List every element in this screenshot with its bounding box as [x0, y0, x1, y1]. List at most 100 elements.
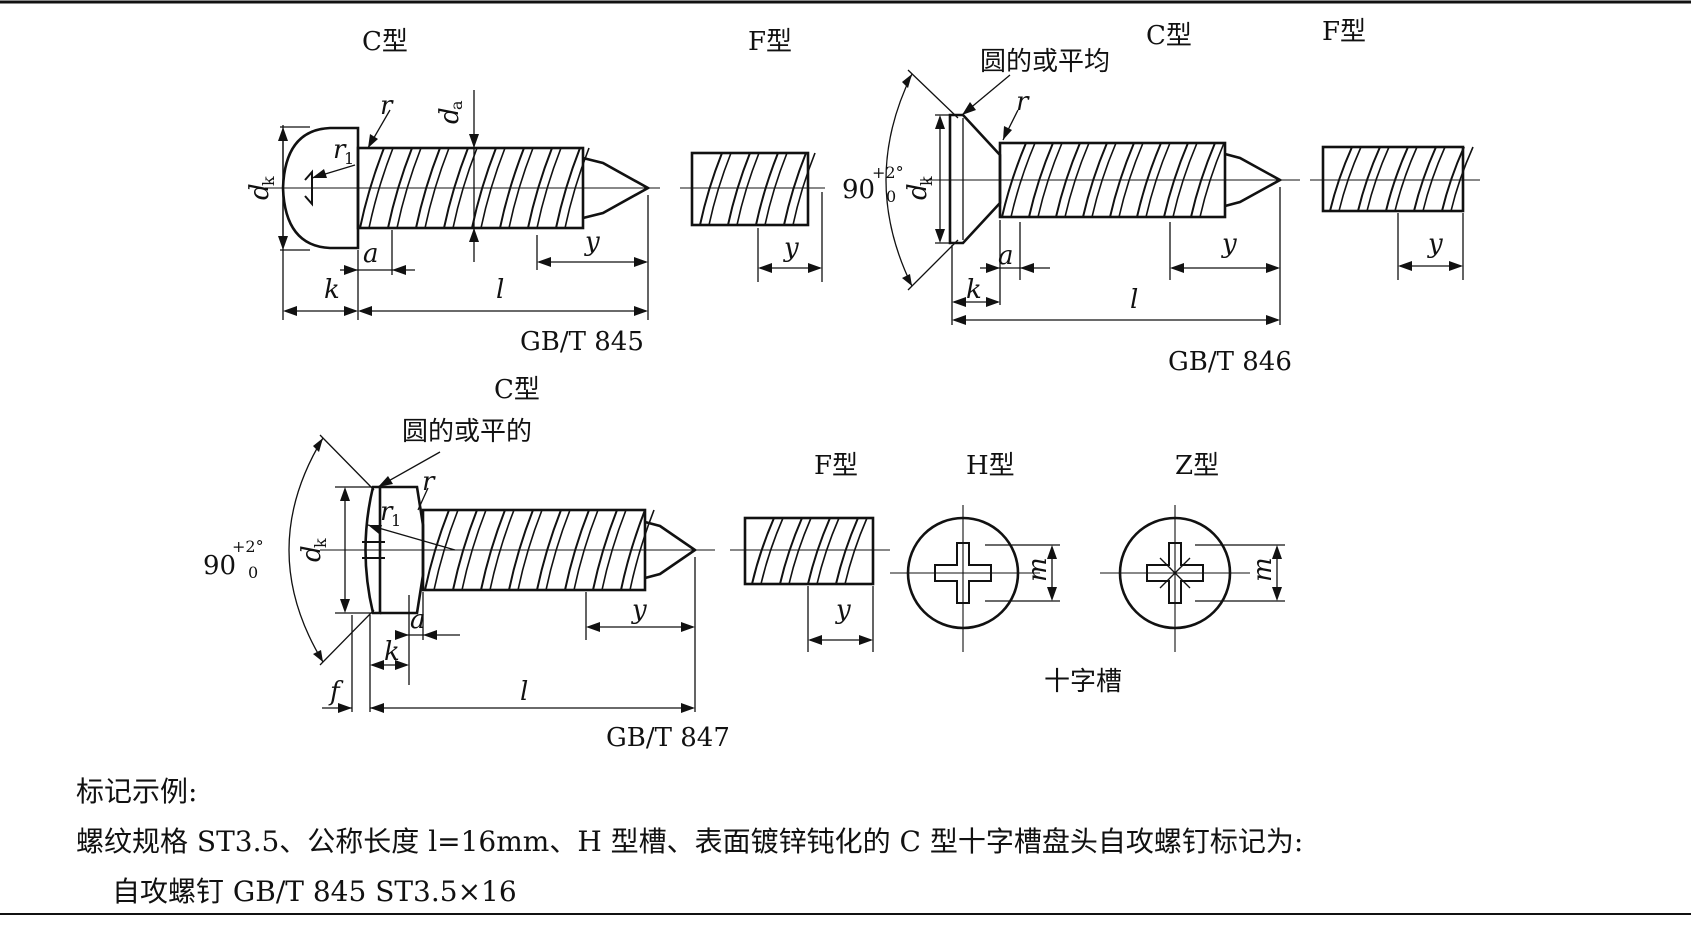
gb845-standard-label: GB/T 845	[520, 327, 644, 357]
thread-line	[807, 517, 831, 585]
thread-line	[527, 147, 553, 229]
dim-da-845: d	[435, 107, 465, 124]
thread-line	[1385, 146, 1409, 212]
gb846-thread	[1001, 142, 1225, 218]
thread-line	[788, 517, 812, 585]
thread-line	[1450, 146, 1474, 212]
gb847-angle-tol-plus: +2°	[232, 537, 264, 556]
dim-dk-845: d	[245, 183, 275, 200]
thread-line	[708, 152, 732, 226]
thread-line	[368, 147, 394, 229]
dim-r-846: r	[1016, 87, 1030, 117]
thread-line	[536, 147, 562, 229]
thread-line	[1037, 142, 1063, 218]
gb847-f-thread	[751, 517, 868, 585]
thread-line	[480, 509, 506, 591]
dim-r-847: r	[422, 467, 436, 497]
thread-line	[792, 152, 816, 226]
marking-designation: 自攻螺钉 GB/T 845 ST3.5×16	[112, 875, 517, 908]
gb846-f-view	[1310, 145, 1480, 280]
thread-line	[396, 147, 422, 229]
thread-line	[1145, 142, 1171, 218]
thread-line	[1055, 142, 1081, 218]
dim-dk-846: d	[903, 183, 933, 200]
gb846-standard-label: GB/T 846	[1168, 347, 1292, 377]
gb847-thread	[424, 509, 655, 591]
dim-k-847: k	[384, 637, 400, 667]
thread-line	[508, 509, 534, 591]
thread-line	[1190, 142, 1216, 218]
dim-y-847: y	[631, 595, 647, 625]
gb847-angle-tol-zero: 0	[248, 563, 258, 582]
gb845-view	[265, 90, 660, 320]
thread-line	[1001, 142, 1027, 218]
thread-line	[433, 509, 459, 591]
gb847-c-type-label: C型	[494, 375, 540, 405]
thread-line	[1338, 146, 1362, 212]
thread-line	[601, 509, 627, 591]
thread-line	[1064, 142, 1090, 218]
thread-line	[555, 147, 581, 229]
thread-line	[489, 509, 515, 591]
gb845-f-thread	[699, 152, 816, 226]
thread-line	[755, 152, 779, 226]
marking-example-text: 螺纹规格 ST3.5、公称长度 l=16mm、H 型槽、表面镀锌钝化的 C 型十…	[76, 825, 1304, 858]
thread-line	[517, 509, 543, 591]
thread-line	[760, 517, 784, 585]
gb846-f-type-label: F型	[1322, 17, 1366, 47]
dim-r1-845-sub: 1	[344, 149, 354, 168]
gb846-c-type-label: C型	[1146, 21, 1192, 51]
dim-r1-847: r	[380, 497, 394, 527]
thread-line	[751, 517, 775, 585]
thread-line	[835, 517, 859, 585]
dim-dk-847: d	[297, 545, 327, 562]
gb847-f-type-label: F型	[814, 451, 858, 481]
gb845-f-view	[680, 151, 825, 282]
thread-line	[1028, 142, 1054, 218]
gb846-view	[885, 69, 1300, 325]
thread-line	[727, 152, 751, 226]
dim-y-846: y	[1221, 229, 1237, 259]
thread-line	[461, 509, 487, 591]
dim-k-845: k	[324, 275, 340, 305]
thread-line	[545, 509, 571, 591]
dim-dk-846-sub: k	[917, 176, 936, 186]
thread-line	[1091, 142, 1117, 218]
thread-line	[620, 509, 646, 591]
thread-line	[1109, 142, 1135, 218]
thread-line	[536, 509, 562, 591]
dim-l-847: l	[520, 677, 528, 707]
dim-r1-847-sub: 1	[391, 511, 401, 530]
dim-a-847: a	[410, 605, 426, 635]
thread-line	[844, 517, 868, 585]
gb845-f-type-label: F型	[748, 27, 792, 57]
h-recess-type-label: H型	[966, 451, 1015, 481]
thread-line	[1394, 146, 1418, 212]
thread-line	[592, 509, 618, 591]
gb847-standard-label: GB/T 847	[606, 723, 730, 753]
thread-line	[1172, 142, 1198, 218]
dim-k-846: k	[966, 275, 982, 305]
dim-dk-847-sub: k	[311, 538, 330, 548]
thread-line	[480, 147, 506, 229]
thread-line	[1082, 142, 1108, 218]
thread-line	[1441, 146, 1465, 212]
dim-a-846: a	[998, 241, 1014, 271]
thread-line	[387, 147, 413, 229]
thread-line	[452, 509, 478, 591]
thread-line	[1118, 142, 1144, 218]
gb847-view	[288, 434, 715, 713]
dim-r1-845: r	[333, 135, 347, 165]
gb846-angle-tol-plus: +2°	[872, 163, 904, 182]
thread-line	[629, 509, 655, 591]
thread-line	[564, 509, 590, 591]
thread-line	[508, 147, 534, 229]
dim-y-845: y	[584, 227, 600, 257]
thread-line	[1136, 142, 1162, 218]
dim-y-845f: y	[783, 233, 799, 263]
dim-y-847f: y	[835, 595, 851, 625]
thread-line	[1357, 146, 1381, 212]
dim-da-845-sub: a	[447, 100, 466, 110]
gb845-thread	[359, 147, 590, 229]
